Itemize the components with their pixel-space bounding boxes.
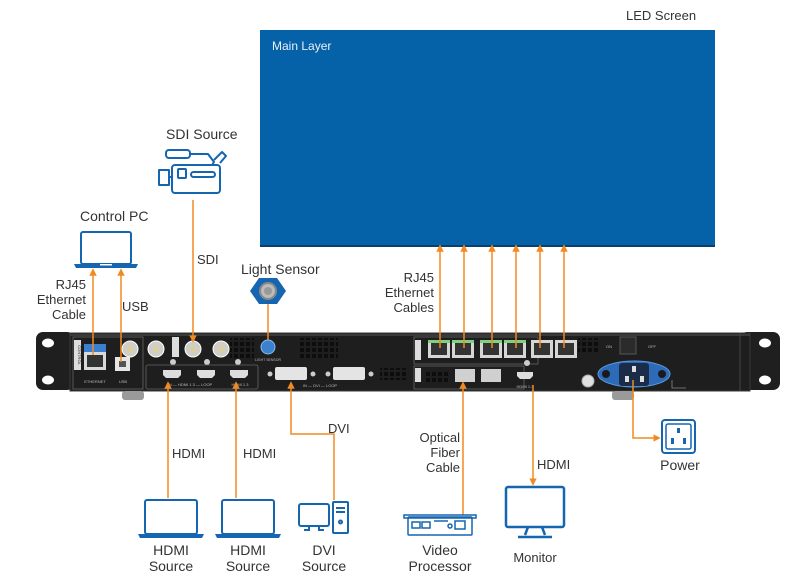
rj45-cables-line2: Ethernet	[384, 285, 434, 300]
video-processor-line2: Processor	[408, 558, 472, 574]
led-screen-title: LED Screen	[626, 8, 697, 23]
hdmi-source-1-label: HDMI Source	[140, 542, 202, 574]
video-controller-device: CONTROL ETHERNET USB LIGHT SENSOR	[36, 332, 780, 400]
opt-port-1	[455, 369, 475, 382]
sdi-cable-label: SDI	[197, 252, 219, 267]
video-processor-line1: Video	[422, 542, 458, 558]
dvi-port-label: IN — DVI — LOOP	[303, 383, 338, 388]
dvi-source-line2: Source	[301, 558, 347, 574]
light-sensor-icon	[250, 278, 286, 304]
hdmi-source-1-line1: HDMI	[153, 542, 189, 558]
video-processor-icon	[403, 514, 477, 536]
rj45-cable-line2: Ethernet	[36, 292, 86, 307]
output-ethernet-ports	[428, 340, 577, 358]
dvi-source-line1: DVI	[312, 542, 336, 558]
rj45-cables-line1: RJ45	[403, 270, 434, 285]
usb-cable-label: USB	[122, 299, 149, 314]
hdmi-out-label: HDMI 1.3	[517, 384, 535, 389]
power-outlet-icon	[661, 419, 696, 454]
hdmi-in-port-1	[163, 370, 181, 378]
laptop-icon-hdmi-source-2	[215, 499, 281, 538]
dvi-source-label: DVI Source	[293, 542, 355, 574]
ground-screw	[581, 374, 595, 388]
hdmi-in-loop-label: IN — HDMI 1.3 — LOOP	[168, 382, 213, 387]
power-inlet	[597, 360, 671, 388]
optical-line1: Optical	[419, 430, 460, 445]
rj45-cables-line3: Cables	[393, 300, 434, 315]
desktop-pc-icon	[298, 501, 349, 534]
dvi-cable-label: DVI	[328, 421, 350, 436]
rj45-cable-line3: Cable	[52, 307, 86, 322]
light-sensor-port	[260, 339, 276, 355]
optical-line2: Fiber	[430, 445, 460, 460]
hdmi-source-2-line1: HDMI	[230, 542, 266, 558]
hdmi-source-2-label: HDMI Source	[217, 542, 279, 574]
rack-ear-left	[36, 332, 74, 390]
power-cable	[632, 380, 661, 442]
usb-port-label: USB	[119, 379, 128, 384]
hdmi-source-2-line2: Source	[225, 558, 271, 574]
hdmi-out-cable-label: HDMI	[537, 457, 571, 472]
opt-port-2	[481, 369, 501, 382]
power-label: Power	[660, 457, 700, 473]
hdmi-out-port	[517, 372, 533, 379]
laptop-icon-hdmi-source-1	[138, 499, 204, 538]
hdmi-cable-1-label: HDMI	[172, 446, 206, 461]
sdi-source-label: SDI Source	[166, 126, 238, 142]
hdmi-loop-port	[197, 370, 215, 378]
dvi-cable	[287, 381, 335, 500]
switch-off-label: OFF	[648, 344, 657, 349]
video-processor-label: Video Processor	[400, 542, 480, 574]
monitor-label: Monitor	[513, 550, 557, 565]
rj45-cables-label: RJ45 Ethernet Cables	[370, 270, 434, 315]
hdmi-2-label: HDMI 1.3	[232, 382, 250, 387]
rj45-cable-line1: RJ45	[55, 277, 86, 292]
light-sensor-port-label: LIGHT SENSOR	[255, 358, 281, 362]
optical-line3: Cable	[426, 460, 460, 475]
hdmi-in-port-2	[230, 370, 248, 378]
power-switch	[619, 336, 637, 355]
laptop-icon-control-pc	[74, 231, 138, 268]
hdmi-cable-2-label: HDMI	[243, 446, 277, 461]
ethernet-port-label: ETHERNET	[84, 379, 106, 384]
switch-on-label: ON	[606, 344, 612, 349]
led-screen: Main Layer	[260, 30, 715, 247]
rj45-cable-label: RJ45 Ethernet Cable	[28, 277, 86, 322]
optical-fiber-cable-label: Optical Fiber Cable	[400, 430, 460, 475]
hdmi-source-1-line2: Source	[148, 558, 194, 574]
cables	[89, 200, 661, 515]
control-pc-label: Control PC	[80, 208, 149, 224]
main-layer-label: Main Layer	[272, 39, 332, 53]
light-sensor-label: Light Sensor	[241, 261, 320, 277]
video-camera-icon	[158, 149, 227, 194]
monitor-icon	[504, 485, 566, 539]
control-section-label: CONTROL	[77, 345, 82, 365]
dvi-ports	[267, 367, 374, 380]
